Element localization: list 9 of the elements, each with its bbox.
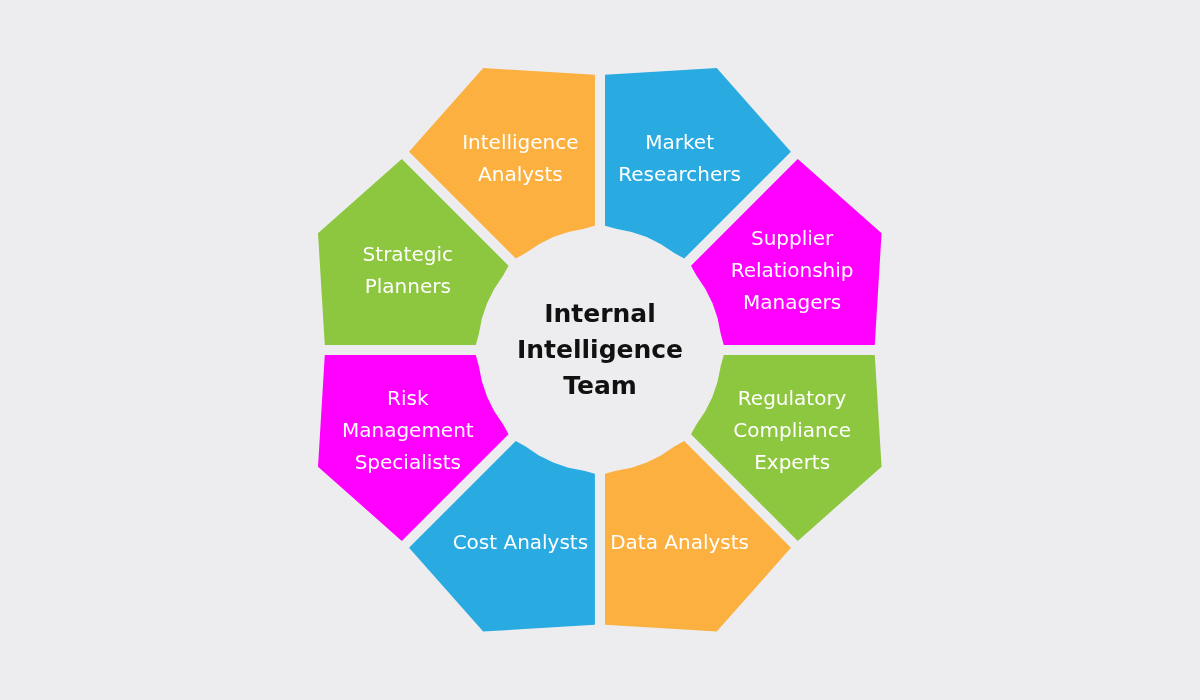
role-label: Data Analysts [609, 529, 750, 557]
role-label: Risk Management Specialists [340, 384, 475, 476]
team-title: Internal Intelligence Team [515, 297, 685, 403]
role-label: Regulatory Compliance Experts [732, 384, 852, 476]
role-label: Intelligence Analysts [461, 128, 580, 188]
role-label: Strategic Planners [361, 241, 454, 301]
role-label: Cost Analysts [451, 529, 590, 557]
role-label: Supplier Relationship Managers [729, 225, 855, 317]
role-label: Market Researchers [617, 128, 742, 188]
